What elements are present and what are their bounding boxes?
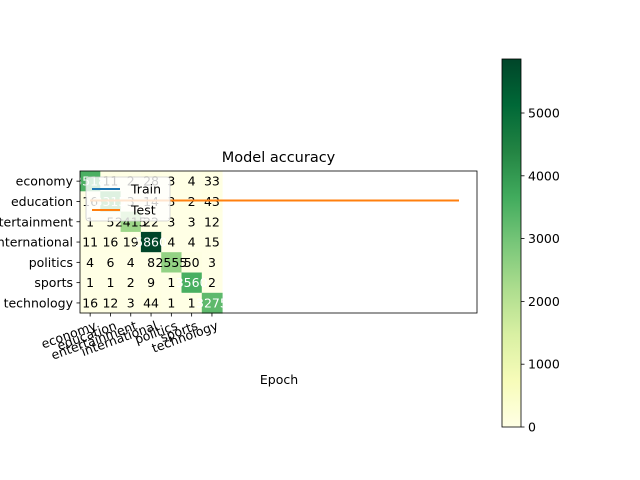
heatmap-cell	[161, 231, 182, 253]
legend-label-test: Test	[130, 203, 156, 218]
cell-value-label: 19	[123, 235, 139, 250]
cell-value-label: 8	[147, 255, 155, 270]
cell-value-label: 5860	[135, 235, 167, 250]
cell-value-label: 2	[208, 275, 216, 290]
cell-value-label: 1	[167, 295, 175, 310]
heatmap-cell	[120, 292, 142, 314]
x-tick-labels: economyeducationentertainmentinternation…	[39, 313, 221, 363]
heatmap-cell	[181, 292, 203, 314]
cell-value-label: 16	[82, 295, 98, 310]
cell-value-label: 6	[106, 255, 114, 270]
y-tick-label: sports	[34, 275, 73, 290]
heatmap-cell	[120, 231, 142, 253]
cell-value-label: 12	[102, 295, 118, 310]
colorbar-tick-label: 0	[528, 420, 536, 435]
cell-value-label: 50	[184, 255, 200, 270]
heatmap-cell	[120, 252, 142, 273]
cell-value-label: 3	[167, 174, 175, 189]
heatmap-cell	[201, 191, 223, 213]
cell-value-label: 3	[127, 295, 135, 310]
heatmap-cell	[100, 272, 122, 294]
heatmap-cell	[181, 171, 203, 192]
heatmap-cell	[80, 292, 101, 314]
heatmap-cell	[181, 252, 203, 273]
colorbar-tick-labels: 0 1000 2000 3000 4000 5000	[521, 106, 560, 435]
cell-value-label: 1	[86, 214, 94, 229]
heatmap-cell	[80, 252, 101, 273]
colorbar-tick-label: 5000	[528, 106, 560, 121]
cell-value-label: 11	[82, 235, 98, 250]
heatmap-cell	[201, 292, 223, 314]
heatmap-cell	[80, 272, 101, 294]
cell-value-label: 3	[188, 214, 196, 229]
cell-value-label: 3	[208, 255, 216, 270]
cell-value-label: 1	[188, 295, 196, 310]
heatmap-cell	[181, 231, 203, 253]
cell-value-label: 1	[86, 275, 94, 290]
cell-value-label: 12	[204, 214, 220, 229]
legend-label-train: Train	[130, 182, 161, 197]
cell-value-label: 4	[188, 174, 196, 189]
cell-value-label: 4	[167, 235, 175, 250]
y-tick-label: politics	[29, 255, 73, 270]
y-tick-label: international	[0, 235, 73, 250]
cell-value-label: 2555	[155, 255, 187, 270]
heatmap-cell	[201, 272, 223, 294]
y-tick-label: economy	[16, 174, 74, 189]
y-tick-label: technology	[4, 295, 74, 310]
colorbar-tick-label: 3000	[528, 231, 560, 246]
y-tick-label: education	[11, 194, 73, 209]
cell-value-label: 1	[106, 275, 114, 290]
heatmap-cell	[181, 272, 203, 294]
cell-value-label: 5	[106, 214, 114, 229]
cell-value-label: 3560	[176, 275, 208, 290]
cell-value-label: 4	[86, 255, 94, 270]
heatmap-cell	[120, 272, 142, 294]
cell-value-label: 4	[127, 255, 135, 270]
heatmap-cell	[80, 231, 101, 253]
heatmap-cell	[201, 231, 223, 253]
cell-value-label: 15	[204, 235, 220, 250]
heatmap-cell	[140, 231, 162, 253]
cell-value-label: 44	[143, 295, 159, 310]
heatmap-cell	[181, 191, 203, 213]
colorbar-tick-label: 2000	[528, 294, 560, 309]
cell-value-label: 3275	[196, 295, 228, 310]
heatmap-cell	[140, 292, 162, 314]
heatmap-cell	[201, 171, 223, 192]
heatmap-cell	[100, 231, 122, 253]
y-tick-labels: economy education entertainment internation…	[0, 174, 80, 310]
cell-value-label: 2	[127, 275, 135, 290]
x-axis-label: Epoch	[260, 372, 298, 387]
heatmap-cell	[201, 252, 223, 273]
heatmap-cell	[161, 292, 182, 314]
chart-title: Model accuracy	[222, 150, 336, 166]
heatmap-cell	[201, 211, 223, 233]
heatmap-cell	[100, 252, 122, 273]
y-tick-label: entertainment	[0, 214, 73, 229]
heatmap-cell	[100, 292, 122, 314]
colorbar-tick-label: 4000	[528, 168, 560, 183]
cell-value-label: 4	[188, 235, 196, 250]
cell-value-label: 1	[167, 275, 175, 290]
cell-value-label: 3	[167, 214, 175, 229]
heatmap-cell	[140, 252, 162, 273]
heatmap-cell	[181, 211, 203, 233]
colorbar	[501, 58, 522, 428]
colorbar-tick-label: 1000	[528, 357, 560, 372]
cell-value-label: 16	[102, 235, 118, 250]
cell-value-label: 33	[204, 174, 220, 189]
heatmap-cell	[161, 252, 182, 273]
cell-value-label: 9	[147, 275, 155, 290]
heatmap-cell	[140, 272, 162, 294]
heatmap-cell	[161, 272, 182, 294]
